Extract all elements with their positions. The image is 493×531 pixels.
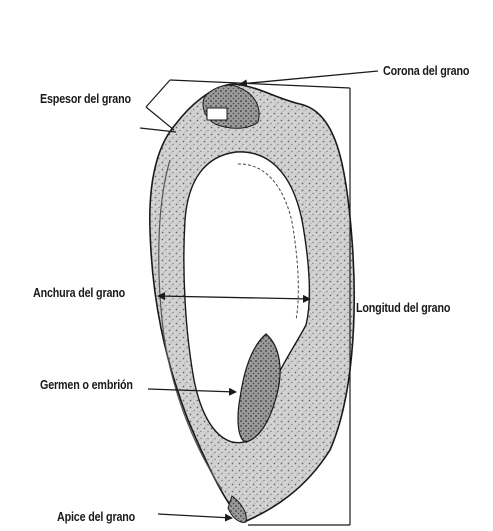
longitud-top-line [170, 80, 350, 88]
label-longitud: Longitud del grano [356, 301, 450, 315]
label-anchura: Anchura del grano [33, 286, 125, 300]
corona-arrow [240, 71, 378, 84]
label-apice: Apice del grano [57, 510, 135, 524]
label-espesor: Espesor del grano [40, 92, 131, 106]
apice-arrow [158, 514, 232, 518]
espesor-line-upper [146, 80, 170, 107]
label-corona: Corona del grano [383, 64, 469, 78]
crown-notch [207, 108, 227, 120]
espesor-line-lower [146, 107, 174, 130]
label-germen: Germen o embrión [40, 378, 133, 392]
